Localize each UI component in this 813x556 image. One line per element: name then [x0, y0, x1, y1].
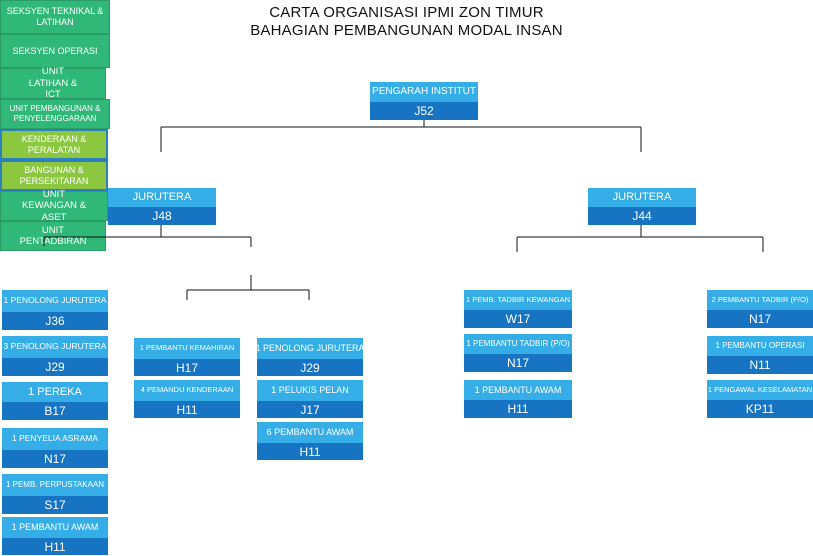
- post-title: 1 PEMBANTU OPERASI: [707, 336, 813, 356]
- post-box: 1 PEMBANTU OPERASI N11: [707, 336, 813, 374]
- head-grade: J48: [108, 207, 216, 225]
- section-operasi-head: JURUTERA J44: [588, 188, 696, 225]
- post-box: 1 PENOLONG JURUTERA J36: [2, 290, 108, 330]
- root-grade: J52: [370, 102, 478, 120]
- post-grade: J29: [2, 358, 108, 376]
- subunit-kenderaan-peralatan: KENDERAAN & PERALATAN: [0, 129, 108, 160]
- post-title: 1 PEMB. TADBIR KEWANGAN: [464, 290, 572, 310]
- head-title: JURUTERA: [108, 188, 216, 207]
- subunit-bangunan-persekitaran: BANGUNAN & PERSEKITARAN: [0, 160, 108, 191]
- post-grade: N17: [707, 310, 813, 328]
- post-grade: S17: [2, 496, 108, 514]
- post-box: 2 PEMBANTU TADBIR (P/O) N17: [707, 290, 813, 328]
- unit-latihan-ict: UNIT LATIHAN & ICT: [0, 66, 106, 100]
- post-grade: N17: [2, 450, 108, 468]
- chart-title-line2: BAHAGIAN PEMBANGUNAN MODAL INSAN: [250, 22, 563, 39]
- section-teknikal-latihan: SEKSYEN TEKNIKAL & LATIHAN: [0, 0, 110, 34]
- root-title: PENGARAH INSTITUT: [370, 82, 478, 102]
- post-box: 1 PELUKIS PELAN J17: [257, 380, 363, 418]
- post-grade: W17: [464, 310, 572, 328]
- post-title: 1 PEMBANTU TADBIR (P/O): [464, 334, 572, 354]
- post-box: 1 PENGAWAL KESELAMATAN KP11: [707, 380, 813, 418]
- post-title: 6 PEMBANTU AWAM: [257, 422, 363, 443]
- post-box: 1 PENYELIA ASRAMA N17: [2, 428, 108, 468]
- post-box: 4 PEMANDU KENDERAAN H11: [134, 380, 240, 418]
- chart-title-line1: CARTA ORGANISASI IPMI ZON TIMUR: [269, 4, 544, 21]
- post-title: 1 PENOLONG JURUTERA: [257, 338, 363, 359]
- post-box: 1 PEMB. PERPUSTAKAAN S17: [2, 474, 108, 514]
- unit-pentadbiran: UNIT PENTADBIRAN: [0, 221, 106, 251]
- post-title: 4 PEMANDU KENDERAAN: [134, 380, 240, 401]
- post-box: 1 PEMB. TADBIR KEWANGAN W17: [464, 290, 572, 328]
- post-grade: H11: [464, 400, 572, 418]
- head-title: JURUTERA: [588, 188, 696, 207]
- post-box: 1 PEREKA B17: [2, 382, 108, 420]
- post-title: 1 PEMBANTU AWAM: [464, 380, 572, 400]
- post-title: 2 PEMBANTU TADBIR (P/O): [707, 290, 813, 310]
- post-box: 1 PEMBANTU AWAM H11: [2, 517, 108, 555]
- post-box: 1 PENOLONG JURUTERA J29: [257, 338, 363, 376]
- post-grade: KP11: [707, 400, 813, 418]
- post-box: 1 PEMBANTU TADBIR (P/O) N17: [464, 334, 572, 372]
- post-title: 1 PENOLONG JURUTERA: [2, 290, 108, 312]
- unit-pembangunan-penyelenggaraan: UNIT PEMBANGUNAN & PENYELENGGARAAN: [0, 99, 110, 129]
- post-grade: N17: [464, 354, 572, 372]
- post-grade: H11: [257, 443, 363, 460]
- post-title: 1 PEMBANTU AWAM: [2, 517, 108, 538]
- post-grade: J36: [2, 312, 108, 330]
- post-box: 1 PEMBANTU AWAM H11: [464, 380, 572, 418]
- post-grade: H11: [134, 401, 240, 418]
- post-title: 1 PEREKA: [2, 382, 108, 402]
- root-box: PENGARAH INSTITUT J52: [370, 82, 478, 120]
- post-title: 1 PENGAWAL KESELAMATAN: [707, 380, 813, 400]
- post-grade: H17: [134, 359, 240, 376]
- post-box: 3 PENOLONG JURUTERA J29: [2, 336, 108, 376]
- post-grade: B17: [2, 402, 108, 420]
- post-title: 1 PEMBANTU KEMAHIRAN: [134, 338, 240, 359]
- post-grade: N11: [707, 356, 813, 374]
- head-grade: J44: [588, 207, 696, 225]
- post-title: 3 PENOLONG JURUTERA: [2, 336, 108, 358]
- post-title: 1 PEMB. PERPUSTAKAAN: [2, 474, 108, 496]
- post-title: 1 PELUKIS PELAN: [257, 380, 363, 401]
- unit-kewangan-aset: UNIT KEWANGAN & ASET: [0, 189, 108, 223]
- post-box: 6 PEMBANTU AWAM H11: [257, 422, 363, 460]
- post-grade: J29: [257, 359, 363, 376]
- post-grade: H11: [2, 538, 108, 555]
- post-grade: J17: [257, 401, 363, 418]
- post-box: 1 PEMBANTU KEMAHIRAN H17: [134, 338, 240, 376]
- section-teknikal-head: JURUTERA J48: [108, 188, 216, 225]
- section-operasi: SEKSYEN OPERASI: [0, 34, 110, 68]
- post-title: 1 PENYELIA ASRAMA: [2, 428, 108, 450]
